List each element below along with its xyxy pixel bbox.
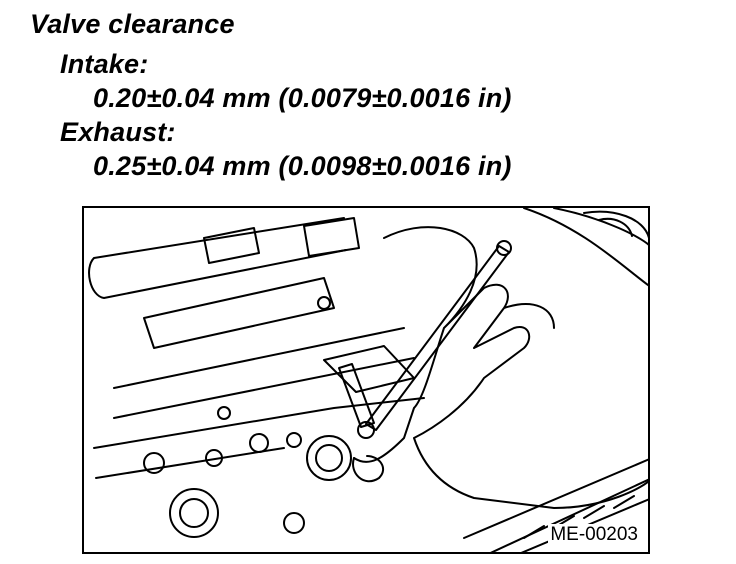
gauge-blade [338, 363, 375, 428]
hose [583, 210, 648, 239]
exhaust-value: 0.25±0.04 mm (0.0098±0.0016 in) [93, 151, 512, 181]
bolt-heads [143, 296, 352, 538]
exhaust-label: Exhaust: [60, 117, 176, 147]
head-lower-block [93, 397, 425, 479]
hand [353, 226, 648, 509]
spec-title: Valve clearance [30, 9, 235, 39]
gauge-ring-top [496, 240, 512, 256]
housing-right [463, 208, 648, 552]
valve-clearance-illustration: ME-00203 [82, 206, 650, 554]
feeler-gauge [365, 245, 510, 431]
engine-line-drawing [88, 208, 648, 552]
rocker-cover [143, 277, 335, 349]
intake-label: Intake: [60, 49, 149, 79]
camshaft-tube [88, 217, 347, 299]
gauge-ring-bottom [357, 421, 375, 439]
tube-a [203, 227, 260, 264]
fingertip [352, 455, 385, 483]
housing-ribs [523, 495, 635, 539]
intake-value: 0.20±0.04 mm (0.0079±0.0016 in) [93, 83, 512, 113]
figure-code: ME-00203 [548, 524, 640, 546]
tappet-bracket [323, 345, 415, 393]
tube-b [303, 217, 360, 257]
head-upper-edge [113, 327, 415, 419]
